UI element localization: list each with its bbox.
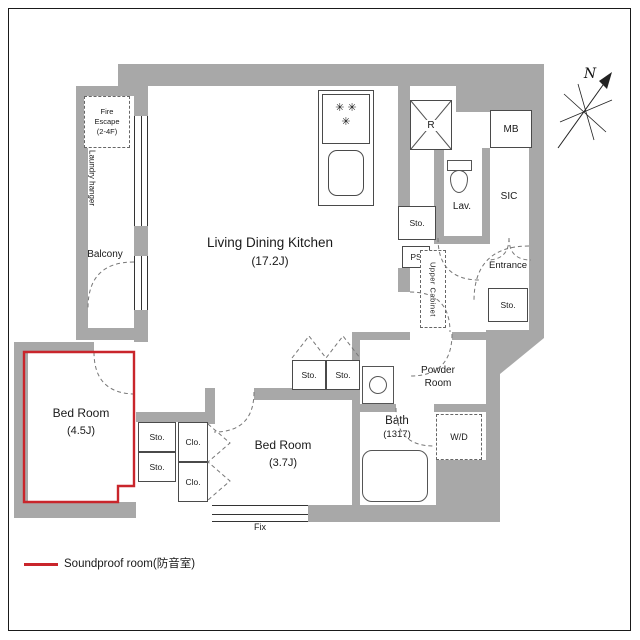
wall [398, 268, 410, 292]
wall [434, 148, 444, 238]
lav-label: Lav. [452, 201, 472, 212]
laundry-hanger-label: Laundry hanger [87, 150, 97, 207]
wall [308, 505, 500, 522]
wall [118, 64, 466, 86]
wall [486, 364, 500, 522]
wall [529, 110, 544, 338]
ldk-label: Living Dining Kitchen (17.2J) [206, 235, 334, 268]
balcony-window [134, 116, 148, 226]
wall [436, 460, 486, 505]
bath-label: Bath (1317) [383, 415, 411, 440]
balcony-door-window [134, 256, 148, 310]
legend-soundproof-swatch [24, 563, 58, 566]
wall [76, 86, 88, 340]
washer-dryer-box: W/D [436, 414, 482, 460]
fix-label: Fix [254, 522, 266, 532]
wall [76, 86, 138, 96]
fix-window [212, 505, 308, 522]
balcony-label: Balcony [87, 249, 123, 260]
fire-escape-hatch: Fire Escape (2-4F) [84, 96, 130, 148]
wall [14, 342, 28, 518]
storage-box-entrance: Sto. [488, 288, 528, 322]
stove-icon: ✳ ✳ ✳ [322, 94, 370, 144]
kitchen-sink-icon [328, 150, 364, 196]
entrance-label: Entrance [488, 260, 528, 271]
bedroom2-label: Bed Room (3.7J) [254, 438, 312, 469]
wall [434, 236, 490, 244]
wall [14, 502, 136, 518]
wall [398, 86, 410, 206]
refrigerator-label: R [425, 119, 437, 131]
legend-soundproof-label: Soundproof room(防音室) [64, 558, 196, 570]
storage-box-upper: Sto. [398, 206, 436, 240]
storage-box-hall-2: Sto. [326, 360, 360, 390]
wall [456, 64, 544, 112]
meter-box: MB [490, 110, 532, 148]
wall [205, 388, 215, 424]
bedroom1-label: Bed Room (4.5J) [52, 406, 110, 437]
wall [254, 388, 355, 400]
upper-cabinet-box: Upper Cabinet [420, 250, 446, 328]
wall [482, 148, 490, 240]
closet-box-2: Clo. [178, 462, 208, 502]
wall [452, 332, 486, 340]
mb-label: MB [503, 123, 519, 135]
wall [434, 404, 486, 412]
wall [360, 404, 396, 412]
closet-box-1: Clo. [178, 422, 208, 462]
page-border [8, 8, 631, 631]
storage-box-bedroom-1: Sto. [138, 422, 176, 452]
wall [486, 330, 544, 338]
storage-box-bedroom-2: Sto. [138, 452, 176, 482]
wall [136, 412, 208, 422]
toilet-icon [446, 160, 472, 194]
washbasin-icon [362, 366, 394, 404]
storage-box-hall-1: Sto. [292, 360, 326, 390]
powder-room-label: Powder Room [421, 365, 455, 389]
wall [76, 328, 148, 340]
sic-label: SIC [500, 191, 518, 202]
wall [14, 342, 94, 352]
wall [360, 332, 410, 340]
wall [352, 332, 360, 505]
bathtub-icon [362, 450, 428, 502]
stove-burners: ✳ ✳ ✳ [335, 102, 357, 129]
refrigerator-space: R [410, 100, 452, 150]
